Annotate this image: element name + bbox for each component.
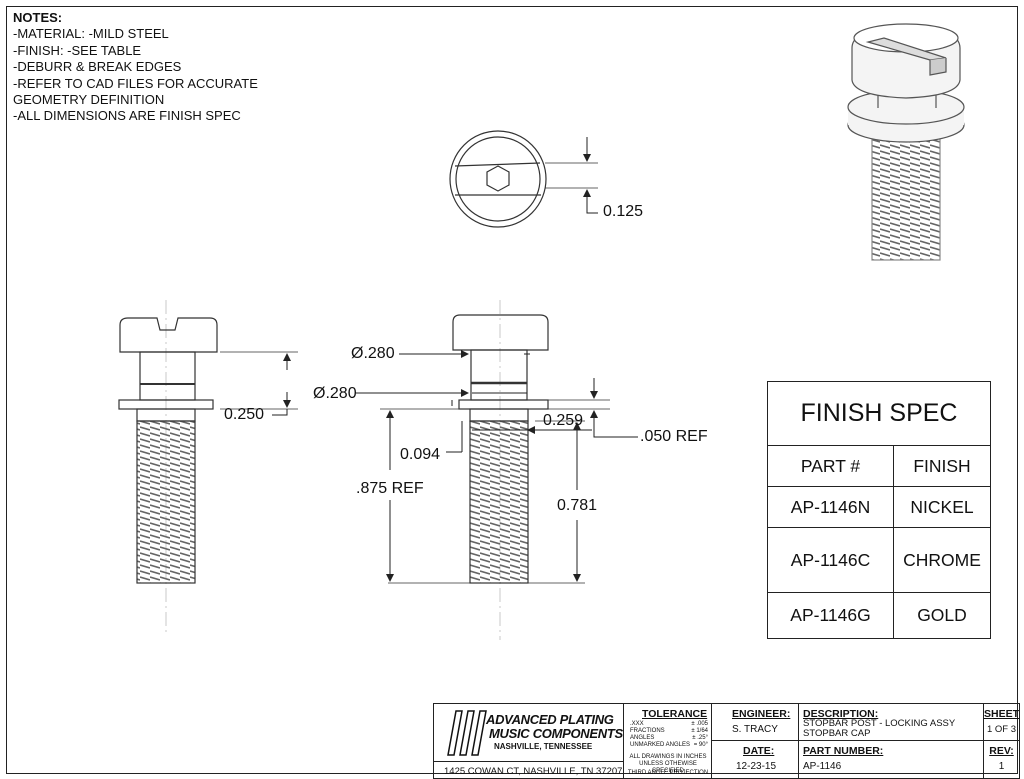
rev-cell: REV: 1: [984, 741, 1019, 779]
dim-thread-length: 0.781: [557, 497, 598, 514]
sheet-label: SHEET: [984, 708, 1020, 720]
engineer-cell: ENGINEER: S. TRACY: [712, 704, 799, 741]
description-label: DESCRIPTION:: [803, 708, 879, 720]
logo-line2: MUSIC COMPONENTS: [489, 726, 623, 741]
projection-note: THIRD ANGLE PROJECTION: [627, 770, 709, 776]
engineer-label: ENGINEER:: [732, 708, 791, 720]
date-label: DATE:: [743, 745, 775, 757]
note-line: -FINISH: -SEE TABLE: [13, 42, 142, 58]
date-cell: DATE: 12-23-15: [712, 741, 799, 779]
company-address: 1425 COWAN CT, NASHVILLE, TN 37207: [434, 762, 624, 779]
part-number-label: PART NUMBER:: [803, 745, 884, 757]
note-line: GEOMETRY DEFINITION: [13, 92, 165, 108]
rev-label: REV:: [989, 745, 1014, 757]
dim-step: 0.094: [400, 446, 441, 463]
sheet-value: 1 OF 3: [986, 724, 1017, 735]
cell-finish: GOLD: [917, 605, 967, 625]
note-line: -REFER TO CAD FILES FOR ACCURATE: [13, 75, 258, 91]
notes-heading: NOTES:: [13, 10, 63, 25]
dim-neck-diameter: Ø.280: [313, 385, 357, 402]
note-line: -MATERIAL: -MILD STEEL: [13, 26, 169, 42]
cell-part: AP-1146N: [768, 487, 894, 527]
title-block: ADVANCED PLATING MUSIC COMPONENTS NASHVI…: [433, 703, 1020, 779]
tol-xxx-val: ± .005: [691, 721, 708, 727]
tol-xxx: .XXX: [630, 721, 644, 727]
engineer-name: S. TRACY: [732, 724, 778, 735]
tol-angles-val: ± .25°: [692, 735, 708, 741]
header-finish: FINISH: [913, 455, 971, 476]
inches-note-2: UNLESS OTHEWISE SPECIFIED: [639, 761, 697, 774]
inches-note-1: ALL DRAWINGS IN INCHES: [629, 754, 707, 760]
tolerance-label: TOLERANCE: [642, 708, 708, 720]
part-number-value: AP-1146: [803, 761, 842, 772]
description-cell: DESCRIPTION: STOPBAR POST - LOCKING ASSY…: [799, 704, 984, 741]
tol-unmarked: UNMARKED ANGLES: [630, 742, 691, 748]
part-number-cell: PART NUMBER: AP-1146: [799, 741, 984, 779]
company-logo: ADVANCED PLATING MUSIC COMPONENTS NASHVI…: [434, 704, 624, 762]
table-row: AP-1146G GOLD: [768, 593, 990, 638]
table-header-row: PART # FINISH: [768, 446, 990, 487]
date-value: 12-23-15: [736, 761, 777, 772]
logo-mark-icon: [447, 710, 487, 756]
tol-angles: ANGLES: [630, 735, 655, 741]
description-line2: STOPBAR CAP: [803, 727, 871, 739]
note-line: -ALL DIMENSIONS ARE FINISH SPEC: [13, 108, 241, 124]
logo-line3: NASHVILLE, TENNESSEE: [494, 742, 593, 751]
side-view-right: [356, 300, 638, 640]
tol-unmarked-val: = 90°: [693, 742, 708, 748]
side-view-left: [118, 300, 298, 635]
dim-shoulder: 0.259: [543, 412, 584, 429]
rev-value: 1: [998, 761, 1005, 772]
cell-finish: CHROME: [903, 550, 981, 570]
finish-spec-table: FINISH SPEC PART # FINISH AP-1146N NICKE…: [767, 381, 991, 639]
cell-part: AP-1146G: [768, 593, 894, 638]
top-view: [449, 130, 598, 228]
dim-head-diameter: Ø.280: [351, 345, 395, 362]
table-row: AP-1146C CHROME: [768, 528, 990, 593]
logo-line1: ADVANCED PLATING: [486, 712, 614, 727]
drawing-border: [6, 6, 1018, 774]
table-row: AP-1146N NICKEL: [768, 487, 990, 528]
tol-fractions: FRACTIONS: [630, 728, 665, 734]
tol-fractions-val: ± 1/64: [691, 728, 708, 734]
note-line: -DEBURR & BREAK EDGES: [13, 59, 182, 75]
dim-washer-ref: .050 REF: [640, 428, 708, 445]
dim-overall-ref: .875 REF: [356, 480, 424, 497]
header-part: PART #: [768, 446, 894, 486]
finish-spec-title: FINISH SPEC: [768, 382, 990, 446]
notes-block: NOTES: -MATERIAL: -MILD STEEL -FINISH: -…: [13, 10, 258, 125]
cell-part: AP-1146C: [768, 528, 894, 592]
isometric-render: [847, 23, 965, 261]
dim-slot-width: 0.125: [603, 203, 644, 220]
dim-head-height: 0.250: [224, 406, 265, 423]
cell-finish: NICKEL: [910, 496, 974, 517]
description-line1: STOPBAR POST - LOCKING ASSY: [803, 718, 956, 729]
tolerance-cell: TOLERANCE .XXX ± .005 FRACTIONS ± 1/64 ANG…: [624, 704, 712, 779]
sheet-cell: SHEET 1 OF 3: [984, 704, 1019, 741]
